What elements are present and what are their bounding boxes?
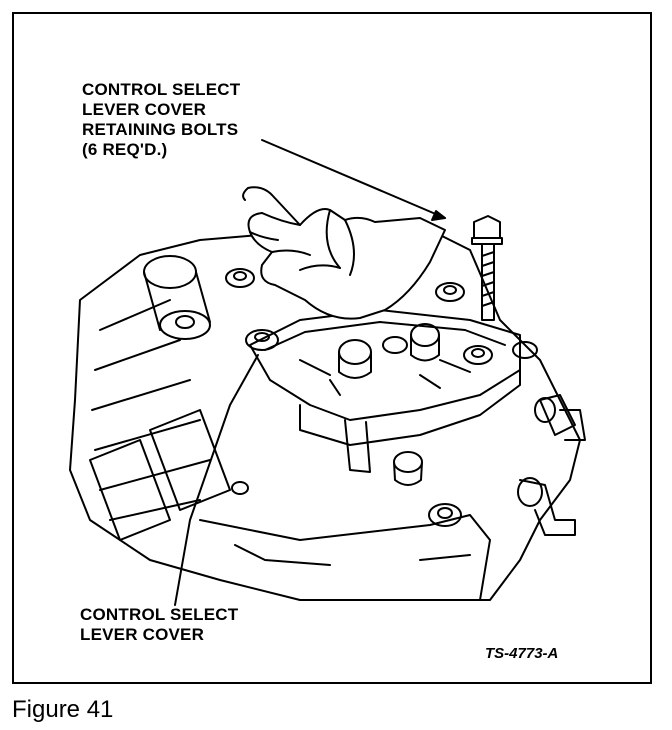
case-rib-lattice [89, 409, 231, 541]
leader-bolts [261, 139, 446, 219]
callout-line: RETAINING BOLTS [82, 120, 239, 139]
left-boss [143, 255, 197, 289]
lever-cover-plate [249, 309, 521, 421]
leader-cover [174, 354, 259, 606]
callout-line: CONTROL SELECT [82, 80, 241, 99]
callout-line: CONTROL SELECT [80, 605, 239, 624]
cover-bolt-boss-3 [463, 345, 493, 365]
case-ribs-left [91, 299, 211, 521]
select-knob-2 [410, 323, 440, 347]
callout-line: LEVER COVER [82, 100, 207, 119]
cover-bolt-boss-4 [512, 341, 538, 359]
figure-caption: Figure 41 [12, 696, 114, 723]
cover-bolt-boss-2 [435, 282, 465, 302]
figure-frame [12, 12, 652, 684]
callout-lever-cover: CONTROL SELECT LEVER COVER [80, 605, 238, 645]
hand [242, 186, 446, 320]
bolt-boss-left [225, 268, 255, 288]
callout-retaining-bolts: CONTROL SELECT LEVER COVER RETAINING BOL… [82, 80, 240, 160]
cover-bolt-boss-1 [245, 329, 279, 351]
shift-shaft-right [539, 394, 586, 441]
callout-line: (6 REQ'D.) [82, 140, 168, 159]
lever-shaft [344, 419, 371, 473]
shift-shaft-lower [519, 479, 576, 536]
lower-flange [199, 514, 491, 601]
figure-code: TS-4773-A [485, 645, 559, 662]
select-knob-1 [338, 339, 372, 365]
bolt-boss-lower [428, 503, 462, 527]
callout-line: LEVER COVER [80, 625, 205, 644]
